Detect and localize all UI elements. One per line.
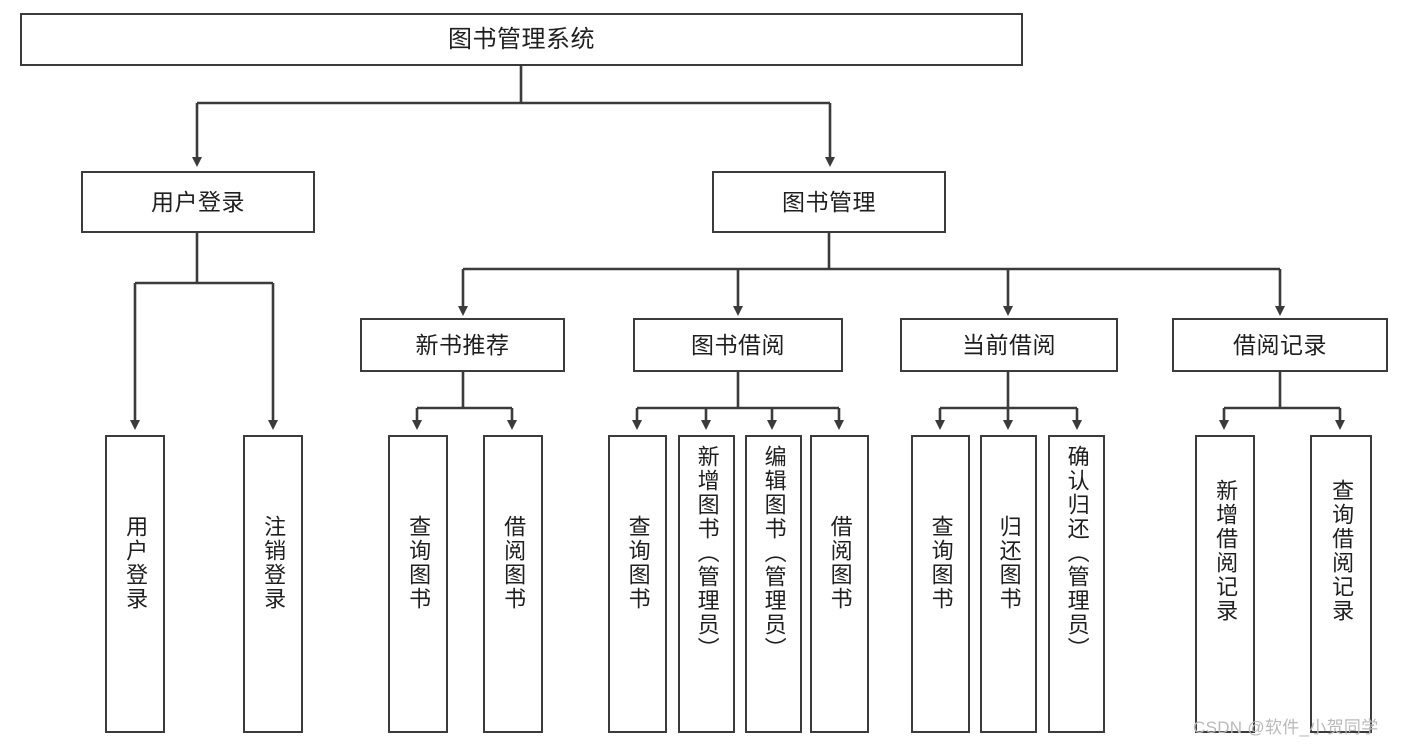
node-book-management[interactable]: 图书管理: [712, 171, 946, 233]
node-book-management-label: 图书管理: [782, 188, 876, 215]
leaf-return-book-label: 归还图书: [996, 515, 1022, 611]
leaf-borrow-book-2-label: 借阅图书: [827, 515, 853, 611]
leaf-add-record-label: 新增借阅记录: [1213, 479, 1239, 623]
leaf-query-record-label: 查询借阅记录: [1329, 479, 1355, 623]
node-borrow-record[interactable]: 借阅记录: [1172, 318, 1388, 372]
leaf-query-book-2-label: 查询图书: [625, 515, 651, 611]
leaf-user-login-label: 用户登录: [123, 515, 149, 611]
node-current-borrow-label: 当前借阅: [962, 331, 1056, 358]
node-book-borrow-label: 图书借阅: [691, 331, 785, 358]
leaf-borrow-book-1-label: 借阅图书: [501, 515, 527, 611]
csdn-watermark: CSDN @软件_小贺同学: [1193, 718, 1379, 737]
leaf-confirm-return[interactable]: 确认归还（管理员）: [1048, 435, 1105, 733]
leaf-borrow-book-1[interactable]: 借阅图书: [483, 435, 543, 733]
leaf-logout-label: 注销登录: [261, 515, 287, 611]
leaf-return-book[interactable]: 归还图书: [980, 435, 1037, 733]
leaf-query-book-1[interactable]: 查询图书: [388, 435, 448, 733]
leaf-edit-book-label: 编辑图书（管理员）: [761, 445, 787, 661]
leaf-edit-book[interactable]: 编辑图书（管理员）: [745, 435, 802, 733]
node-borrow-record-label: 借阅记录: [1233, 331, 1327, 358]
leaf-borrow-book-2[interactable]: 借阅图书: [810, 435, 869, 733]
node-root-label: 图书管理系统: [448, 25, 595, 53]
node-book-borrow[interactable]: 图书借阅: [633, 318, 843, 372]
leaf-confirm-return-label: 确认归还（管理员）: [1064, 445, 1090, 661]
leaf-logout[interactable]: 注销登录: [243, 435, 303, 733]
leaf-add-book-label: 新增图书（管理员）: [694, 445, 720, 661]
leaf-add-book[interactable]: 新增图书（管理员）: [678, 435, 735, 733]
node-user-login-label: 用户登录: [151, 188, 245, 215]
node-root[interactable]: 图书管理系统: [20, 13, 1023, 66]
node-current-borrow[interactable]: 当前借阅: [900, 318, 1118, 372]
leaf-query-book-3-label: 查询图书: [928, 515, 954, 611]
node-new-book-recommend-label: 新书推荐: [415, 331, 510, 358]
leaf-query-book-3[interactable]: 查询图书: [911, 435, 970, 733]
leaf-user-login[interactable]: 用户登录: [105, 435, 165, 733]
leaf-add-record[interactable]: 新增借阅记录: [1195, 435, 1255, 733]
node-user-login[interactable]: 用户登录: [81, 171, 315, 233]
node-new-book-recommend[interactable]: 新书推荐: [360, 318, 565, 372]
leaf-query-book-2[interactable]: 查询图书: [608, 435, 667, 733]
leaf-query-book-1-label: 查询图书: [406, 515, 432, 611]
leaf-query-record[interactable]: 查询借阅记录: [1310, 435, 1372, 733]
